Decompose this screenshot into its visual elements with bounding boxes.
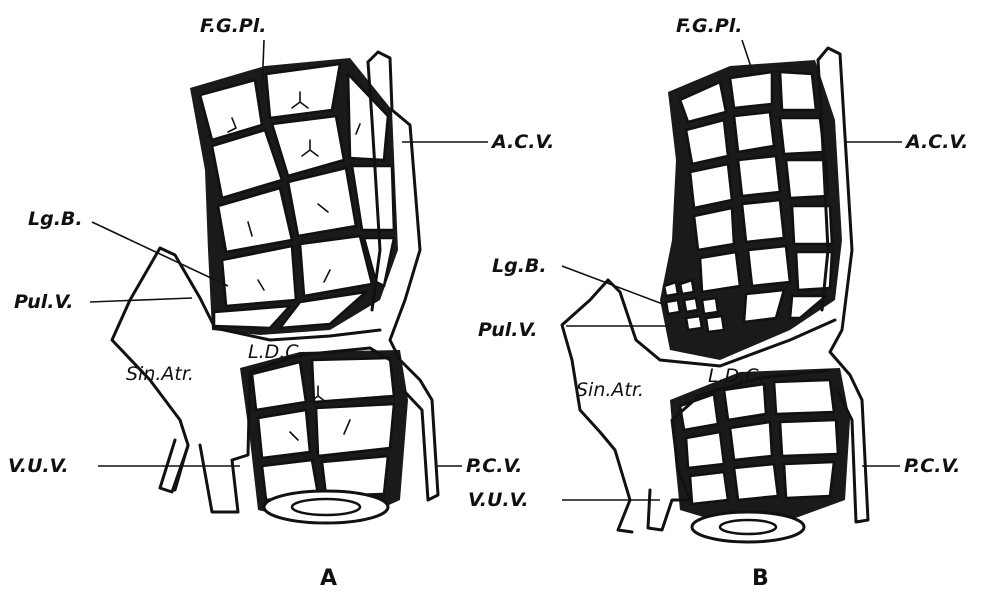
- figure-b-label-fgpl: F.G.Pl.: [676, 15, 742, 37]
- figure-b-label-sinatr: Sin.Atr.: [576, 379, 644, 401]
- figure-b-ring-inner: [720, 520, 776, 534]
- figure-a-lower-cells: [252, 358, 394, 500]
- figure-b-label-acv: A.C.V.: [904, 131, 968, 153]
- figure-a-panel-label: A: [320, 566, 337, 591]
- figure-b-label-lgb: Lg.B.: [492, 255, 547, 277]
- figure-a-label-ldc: L.D.C.: [248, 341, 305, 363]
- figure-a-label-pulv: Pul.V.: [14, 291, 73, 313]
- figure-a-label-vuv: V.U.V.: [8, 455, 69, 477]
- figure-b-label-pulv: Pul.V.: [478, 319, 537, 341]
- figure-b-label-pcv: P.C.V.: [904, 455, 960, 477]
- figure-a-label-fgpl: F.G.Pl.: [200, 15, 266, 37]
- figure-b-panel-label: B: [752, 566, 769, 591]
- figure-b: F.G.Pl. A.C.V. Lg.B. Pul.V. Sin.Atr. L.D…: [468, 15, 968, 591]
- figure-a-ring-inner: [292, 499, 360, 515]
- figure-b-label-vuv: V.U.V.: [468, 489, 529, 511]
- figure-a-label-lgb: Lg.B.: [28, 208, 83, 230]
- figure-b-lower-cells: [680, 380, 838, 504]
- figure-a-label-acv: A.C.V.: [490, 131, 554, 153]
- figure-a-label-sinatr: Sin.Atr.: [126, 363, 194, 385]
- figure-a-label-pcv: P.C.V.: [466, 455, 522, 477]
- figure-b-label-ldc: L.D.C.: [708, 365, 765, 387]
